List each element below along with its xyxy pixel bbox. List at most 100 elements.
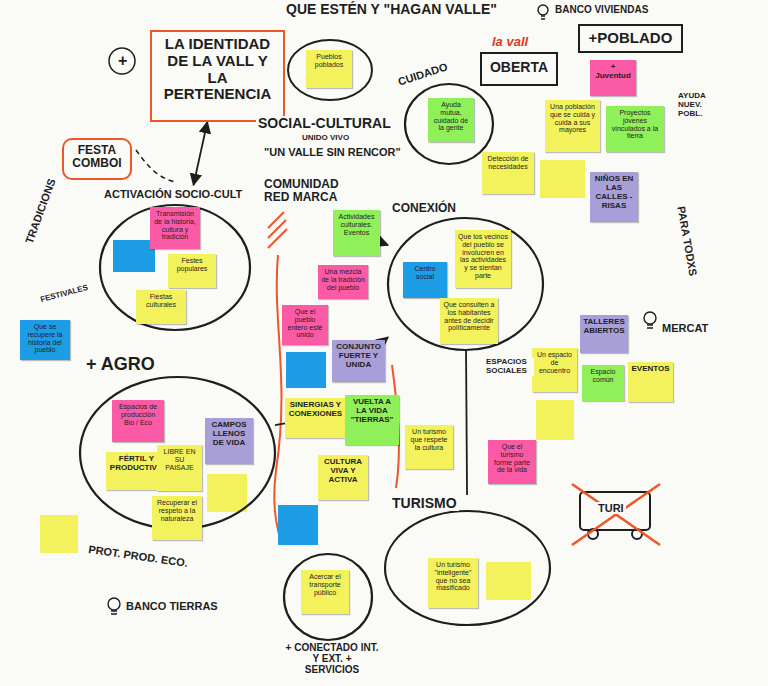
board-title: QUE ESTÉN Y "HAGAN VALLE": [284, 2, 499, 17]
board-label: COMUNIDAD RED MARCA: [262, 178, 342, 204]
sticky-note: Recuperar el respeto a la naturaleza: [152, 496, 202, 540]
sticky-note: EVENTOS: [628, 362, 673, 402]
sticky-note: TALLERES ABIERTOS: [580, 315, 628, 353]
sticky-text: Que el pueblo entero esté unido: [285, 308, 325, 339]
sticky-text: Una población que se cuida y cuida a sus…: [548, 103, 597, 134]
sticky-text: Que consulten a los habitantes antes de …: [443, 301, 495, 332]
text-box: LA IDENTIDAD DE LA VALL Y LA PERTENENCIA: [150, 30, 285, 122]
sticky-text: CAMPOS LLENOS DE VIDA: [208, 421, 250, 448]
sticky-text: Que el turismo forme parte de la vida: [491, 443, 533, 474]
orange-line: [274, 255, 281, 545]
sticky-text: CONJUNTO FUERTE Y UNIDA: [335, 343, 382, 370]
sticky-note: Actividades culturales. Eventos: [333, 210, 380, 256]
blank-sticky: [207, 474, 247, 512]
blank-sticky: [113, 240, 155, 272]
theme-circle: + AGROEspacios de producción Bio / EcoCA…: [80, 355, 275, 530]
sticky-note: Que el pueblo entero esté unido: [282, 305, 328, 345]
sticky-note: Fiestas culturales: [136, 290, 186, 324]
blank-sticky: [540, 160, 585, 198]
sticky-text: LIBRE EN SU PAISAJE: [160, 448, 199, 471]
circle-heading: + AGRO: [84, 355, 157, 375]
bulb-icon: [108, 598, 120, 610]
sticky-note: Que consulten a los habitantes antes de …: [440, 298, 498, 344]
cross-mark: [572, 484, 660, 545]
board-label: TRADICIONS: [22, 175, 58, 247]
sticky-note: Que los vecinos del pueblo se involucren…: [455, 230, 511, 288]
sticky-text: Una mezcla de la tradición del pueblo: [321, 268, 365, 291]
sticky-note: Un espacio de encuentro: [532, 348, 577, 392]
board-label: BANCO VIVIENDAS: [553, 4, 650, 15]
plus-circle: [109, 48, 135, 74]
hatch-marks: [268, 212, 287, 248]
sticky-text: Proyectos jóvenes vinculados a la tierra: [609, 109, 661, 140]
sticky-text: Centro social: [406, 265, 444, 281]
board-label: AYUDA NUEV. POBL.: [676, 92, 730, 118]
sticky-note: Un turismo que respete la cultura: [405, 425, 453, 469]
connector-line: [380, 242, 388, 245]
board-label: +: [116, 52, 129, 70]
bus-drawing: [572, 484, 660, 545]
sticky-note: Un turismo "inteligente" que no sea masi…: [428, 558, 478, 608]
bulb-icon: [644, 312, 656, 324]
circle-outline: [388, 218, 543, 350]
sticky-note: Pueblos poblados: [306, 50, 352, 88]
sticky-note: CAMPOS LLENOS DE VIDA: [205, 418, 253, 464]
sticky-note: Una mezcla de la tradición del pueblo: [318, 265, 368, 299]
sticky-note: Proyectos jóvenes vinculados a la tierra: [606, 106, 664, 152]
board-label: MERCAT: [660, 322, 710, 334]
sticky-note: Espacio común: [582, 365, 624, 401]
theme-circle: CONEXIÓN Centro social Que los vecinos del…: [388, 200, 543, 350]
circle-heading: + CONECTADO INT. Y EXT. + SERVICIOS: [282, 642, 382, 675]
sticky-text: Que los vecinos del pueblo se involucren…: [458, 233, 508, 280]
circle-heading: CONEXIÓN: [390, 202, 458, 215]
sticky-text: Un espacio de encuentro: [535, 351, 574, 374]
sticky-note: CONJUNTO FUERTE Y UNIDA: [332, 340, 385, 382]
blank-sticky: [278, 505, 318, 545]
bulb-icon: [108, 598, 120, 614]
sticky-text: SINERGIAS Y CONEXIONES: [288, 401, 343, 419]
blank-sticky: [286, 352, 326, 388]
connector-line: [385, 337, 388, 340]
sticky-text: VUELTA A LA VIDA "TIERRAS": [348, 398, 396, 425]
sticky-text: CULTURA VIVA Y ACTIVA: [321, 458, 365, 485]
bulb-icon: [644, 312, 656, 328]
connector-line: [275, 423, 285, 425]
box-text: FESTA COMBOI: [69, 144, 125, 171]
board-label: UNIDO VIVO: [300, 134, 351, 143]
box-text: LA IDENTIDAD DE LA VALL Y LA PERTENENCIA: [157, 36, 278, 103]
bulb-icon: [538, 5, 548, 15]
board-label: BANCO TIERRAS: [124, 600, 220, 612]
circle-outline: [100, 205, 250, 330]
sticky-note: VUELTA A LA VIDA "TIERRAS": [345, 395, 399, 445]
theme-circle: + CONECTADO INT. Y EXT. + SERVICIOS Acerc…: [280, 548, 380, 683]
sticky-text: Festes populares: [171, 257, 213, 273]
sticky-note: Detección de necesidades: [482, 152, 534, 194]
theme-circle: TURISMO Un turismo "inteligente" que no s…: [385, 495, 550, 625]
sticky-text: NIÑOS EN LAS CALLES - RISAS: [593, 175, 635, 211]
sticky-note: Que el turismo forme parte de la vida: [488, 440, 536, 484]
sticky-note: CULTURA VIVA Y ACTIVA: [318, 455, 368, 500]
sticky-note: Transmisión de la historia, cultura y tr…: [150, 207, 200, 249]
sticky-text: Fiestas culturales: [139, 293, 183, 309]
sticky-note: Que se recupere la historia del pueblo: [20, 320, 70, 360]
bulb-icon: [538, 5, 548, 19]
oval-outline: [288, 40, 372, 100]
bulb-icon: [541, 16, 545, 19]
sticky-text: Acercar el transporte público: [304, 573, 346, 596]
circle-outline: [284, 554, 372, 640]
sticky-note: LIBRE EN SU PAISAJE: [157, 445, 202, 491]
circle-heading: TURISMO: [390, 496, 459, 511]
blank-sticky: [486, 562, 531, 600]
circle-outline: [385, 511, 550, 625]
board-label: PROT. PROD. ECO.: [86, 543, 191, 569]
sticky-text: TALLERES ABIERTOS: [583, 318, 625, 336]
sticky-note: Una población que se cuida y cuida a sus…: [545, 100, 600, 152]
board-label: SOCIAL-CULTURAL: [256, 116, 393, 131]
board-label: TURI: [596, 502, 626, 514]
sticky-text: Espacio común: [585, 368, 621, 384]
connector-line: [466, 350, 467, 495]
sticky-text: Ayuda mutua, cuidado de la gente: [431, 101, 471, 132]
sticky-text: Detección de necesidades: [485, 155, 531, 171]
text-box: la vallOBERTA: [480, 52, 558, 86]
connector-line: [193, 122, 207, 185]
